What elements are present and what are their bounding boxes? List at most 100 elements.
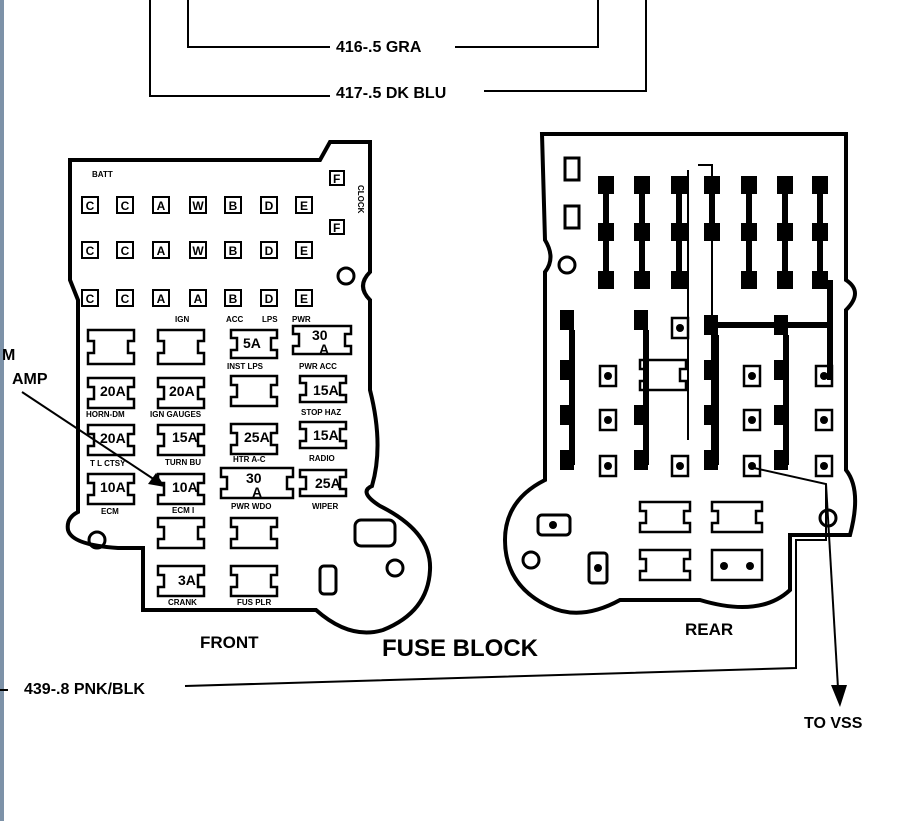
vss-arrowhead: [831, 685, 847, 707]
label-stop-haz: STOP HAZ: [301, 408, 341, 417]
label-pwr-wdo: PWR WDO: [231, 502, 271, 511]
diagram-title: FUSE BLOCK: [382, 635, 539, 662]
label-pwr-acc: PWR ACC: [299, 362, 337, 371]
rear-fuse-block: REAR: [502, 132, 858, 639]
svg-text:B: B: [229, 244, 238, 258]
rear-fuse-socket: [638, 358, 688, 392]
rear-terminal: [742, 364, 762, 388]
terminal-c: C: [81, 196, 99, 214]
fuse-3a-crank: 3A: [178, 572, 196, 588]
svg-text:W: W: [192, 199, 204, 213]
svg-text:E: E: [300, 244, 308, 258]
svg-text:B: B: [229, 199, 238, 213]
fuse-10a-ecm: 10A: [100, 479, 126, 495]
rear-terminal: [742, 454, 762, 478]
terminal-a: A: [189, 289, 207, 307]
terminal-a: A: [152, 289, 170, 307]
top-wiring: 416-.5 GRA 417-.5 DK BLU: [149, 0, 647, 102]
rear-terminal: [598, 454, 618, 478]
vss-wiring: 439-.8 PNK/BLK TO VSS: [0, 467, 863, 732]
ign-label: IGN: [175, 315, 189, 324]
svg-text:C: C: [121, 244, 130, 258]
label-htr-ac: HTR A-C: [233, 455, 266, 464]
fuse-25a-wiper: 25A: [315, 475, 341, 491]
fuse-15a-stop: 15A: [313, 382, 339, 398]
front-label: FRONT: [200, 633, 259, 652]
fuse-socket: [229, 516, 279, 550]
terminal-a: A: [152, 241, 170, 259]
terminal-b: B: [224, 241, 242, 259]
fuse-15a-turn: 15A: [172, 429, 198, 445]
lps-label: LPS: [262, 315, 278, 324]
fuse-socket: [219, 466, 295, 500]
front-mount-hole-right: [336, 266, 356, 286]
rear-label: REAR: [685, 620, 733, 639]
front-mount-hole-bottom: [385, 558, 405, 578]
label-crank: CRANK: [168, 598, 197, 607]
rear-fuse-socket: [638, 500, 692, 534]
bus-bar-6: [777, 176, 793, 289]
terminal-b: B: [224, 289, 242, 307]
terminal-c: C: [116, 196, 134, 214]
svg-text:B: B: [229, 292, 238, 306]
svg-text:C: C: [86, 199, 95, 213]
bus-bar-4: [704, 176, 720, 241]
clock-label: CLOCK: [356, 185, 365, 214]
rear-slot-1: [563, 156, 581, 182]
svg-text:C: C: [121, 292, 130, 306]
terminal-a: A: [152, 196, 170, 214]
rear-terminal: [814, 454, 834, 478]
batt-label: BATT: [92, 170, 113, 179]
rear-fuse-socket: [710, 500, 764, 534]
acc-label: ACC: [226, 315, 244, 324]
label-radio: RADIO: [309, 454, 335, 463]
label-ecm-i: ECM I: [172, 506, 194, 515]
fuse-socket: [156, 376, 206, 410]
fuse-socket: [156, 564, 206, 598]
fuse-socket: [156, 472, 206, 506]
label-turn-bu: TURN BU: [165, 458, 201, 467]
fuse-30a-wdo-top: 30: [246, 470, 262, 486]
svg-text:D: D: [265, 244, 274, 258]
fuse-20a-horn: 20A: [100, 383, 126, 399]
front-clip-slot: [353, 518, 397, 548]
svg-text:C: C: [121, 199, 130, 213]
fuse-25a-htr: 25A: [244, 429, 270, 445]
label-tl-ctsy: T L CTSY: [90, 459, 126, 468]
svg-text:C: C: [86, 292, 95, 306]
fuse-socket: [229, 328, 279, 360]
rear-connector: [587, 551, 609, 585]
fuse-socket: [86, 328, 136, 366]
svg-text:C: C: [86, 244, 95, 258]
svg-text:A: A: [157, 292, 166, 306]
rear-terminal: [742, 408, 762, 432]
fuse-socket: [229, 422, 279, 456]
fuse-socket: [156, 328, 206, 366]
fuse-10a-ecm-i: 10A: [172, 479, 198, 495]
rear-clip: [536, 513, 572, 537]
terminal-e: E: [295, 196, 313, 214]
terminal-d: D: [260, 241, 278, 259]
fuse-5a: 5A: [243, 335, 261, 351]
rear-terminal: [598, 408, 618, 432]
to-vss-label: TO VSS: [804, 715, 863, 732]
fuse-socket: [298, 374, 348, 404]
fuse-socket: [291, 324, 353, 356]
fuse-30a-top: 30: [312, 327, 328, 343]
fuse-socket: [229, 564, 279, 598]
svg-text:E: E: [300, 199, 308, 213]
fuse-socket: [86, 423, 136, 457]
fuse-30a-wdo-bottom: A: [252, 484, 262, 500]
svg-text:F: F: [333, 172, 340, 186]
svg-text:A: A: [157, 244, 166, 258]
callout-line-1: M: [2, 347, 15, 364]
svg-text:W: W: [192, 244, 204, 258]
front-connector-slot: [318, 564, 338, 596]
bus-bar-2: [634, 176, 650, 289]
fuse-socket: [156, 423, 206, 457]
svg-text:D: D: [265, 292, 274, 306]
svg-text:A: A: [157, 199, 166, 213]
terminal-c: C: [81, 241, 99, 259]
